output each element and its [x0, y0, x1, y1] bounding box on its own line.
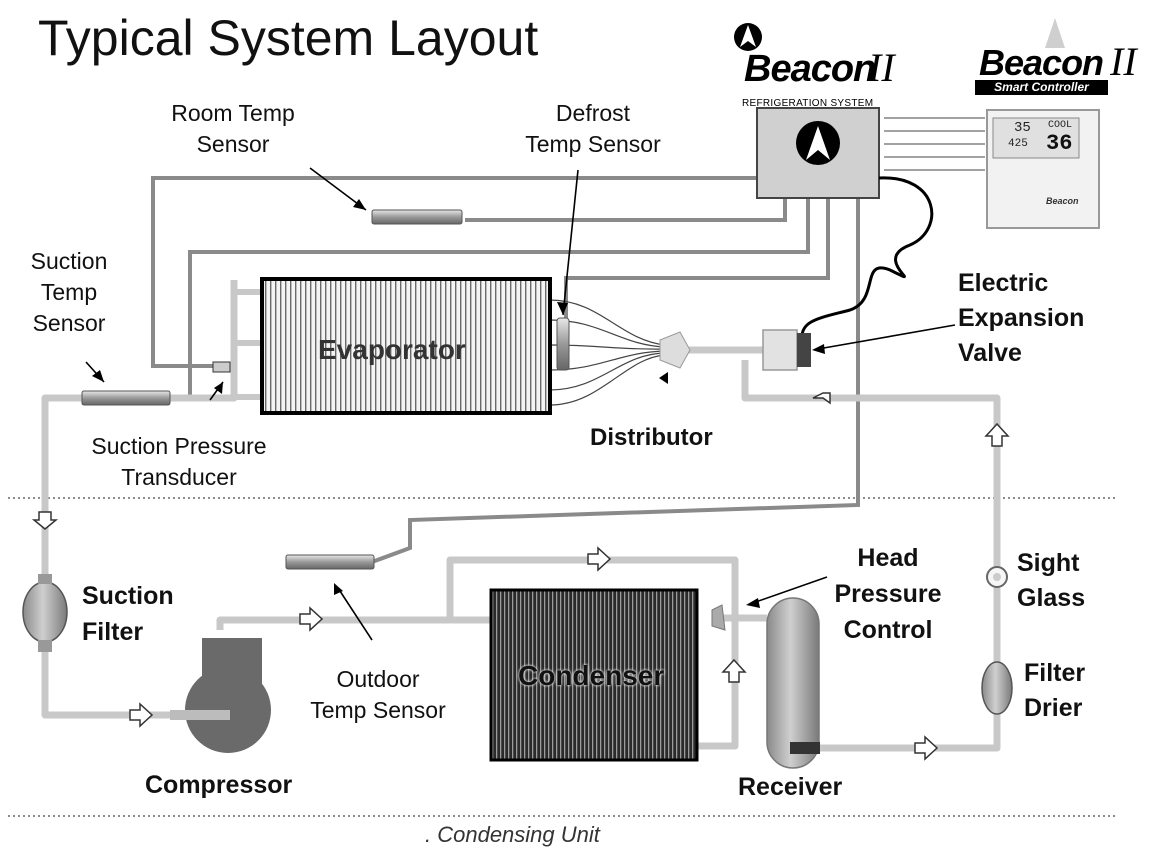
- label-condenser: Condenser: [518, 660, 665, 691]
- label-defrost-temp-sensor: Defrost Temp Sensor: [525, 100, 661, 157]
- brand-left-mark: II: [868, 45, 895, 90]
- flow-arrow-liquid: [914, 735, 939, 761]
- label-outdoor-temp-sensor: Outdoor Temp Sensor: [310, 666, 446, 723]
- compressor-inlet: [170, 710, 230, 720]
- brand-logo-smart-controller: Beacon II Smart Controller: [975, 18, 1149, 99]
- suction-temp-sensor: [81, 390, 171, 406]
- evaporator-header: [234, 289, 262, 400]
- label-suction-pressure-transducer: Suction Pressure Transducer: [91, 433, 267, 490]
- brand-logo-refrigeration: Beacon II REFRIGERATION SYSTEM: [730, 20, 910, 109]
- expansion-valve-coil: [797, 333, 811, 367]
- footer-caption: . Condensing Unit: [425, 822, 600, 847]
- flow-arrows: [31, 392, 1010, 761]
- label-suction-filter: Suction Filter: [82, 582, 174, 646]
- label-receiver: Receiver: [738, 773, 843, 801]
- room-temp-sensor: [371, 209, 463, 225]
- label-sight-glass: Sight Glass: [1017, 549, 1086, 612]
- suction-filter-neck-top: [38, 574, 52, 584]
- expansion-valve-body: [762, 329, 798, 371]
- control-wiring: [151, 170, 860, 564]
- thermostat-screen: [992, 117, 1080, 159]
- brand-left-name: Beacon: [744, 48, 876, 90]
- evaporator-coil: [260, 277, 552, 415]
- flow-arrow-discharge: [299, 606, 324, 632]
- flow-arrow-liquid-up: [984, 422, 1010, 447]
- controller-cable-lines: [884, 117, 985, 171]
- filter-drier: [981, 661, 1013, 715]
- flow-arrow-to-valve: [812, 392, 831, 405]
- suction-filter-neck-bottom: [38, 640, 52, 652]
- label-room-temp-sensor: Room Temp Sensor: [171, 100, 295, 157]
- page-title: Typical System Layout: [38, 10, 539, 66]
- label-distributor: Distributor: [590, 424, 713, 451]
- thermostat-brand: Beacon: [1046, 196, 1079, 206]
- controller-logo-peak: [806, 126, 830, 160]
- defrost-temp-sensor: [556, 317, 570, 371]
- flow-arrow-condenser-up: [721, 658, 747, 683]
- thermostat-mode: COOL: [1048, 120, 1073, 131]
- suction-filter: [22, 581, 68, 643]
- beacon-logo-icon: [734, 23, 762, 51]
- brand-right-subtitle: Smart Controller: [975, 80, 1108, 95]
- suction-pressure-transducer: [212, 361, 231, 373]
- callout-lines: [85, 167, 956, 641]
- flow-arrow-condenser-top: [587, 546, 612, 572]
- flow-arrow-to-compressor: [129, 702, 154, 728]
- label-filter-drier: Filter Drier: [1024, 659, 1086, 722]
- brand-left-subtitle: REFRIGERATION SYSTEM: [742, 98, 874, 109]
- beacon-smart-logo-icon: [1045, 18, 1065, 48]
- receiver-outlet: [790, 742, 820, 754]
- label-compressor: Compressor: [145, 771, 293, 799]
- thermostat-reading: 36: [1046, 131, 1073, 156]
- brand-right-mark: II: [1110, 39, 1137, 84]
- callout-arrowheads: [92, 199, 825, 608]
- label-electric-expansion-valve: Electric Expansion Valve: [958, 269, 1085, 367]
- thermostat-setpoint: 35: [1014, 120, 1031, 136]
- label-evaporator: Evaporator: [318, 334, 466, 365]
- distributor: [659, 331, 691, 369]
- thermostat-small-value: 425: [1008, 138, 1028, 150]
- receiver-tank: [766, 597, 820, 769]
- outdoor-temp-sensor: [285, 554, 375, 570]
- brand-right-name: Beacon: [979, 42, 1104, 83]
- sight-glass-center: [993, 573, 1001, 581]
- valve-cable: [800, 176, 934, 341]
- head-pressure-control-valve: [711, 604, 726, 631]
- label-head-pressure-control: Head Pressure Control: [834, 544, 942, 644]
- label-suction-temp-sensor: Suction Temp Sensor: [30, 248, 108, 336]
- condenser-coil: [489, 588, 699, 762]
- flow-arrow-suction-down: [31, 511, 59, 530]
- flow-pointer: [659, 372, 668, 384]
